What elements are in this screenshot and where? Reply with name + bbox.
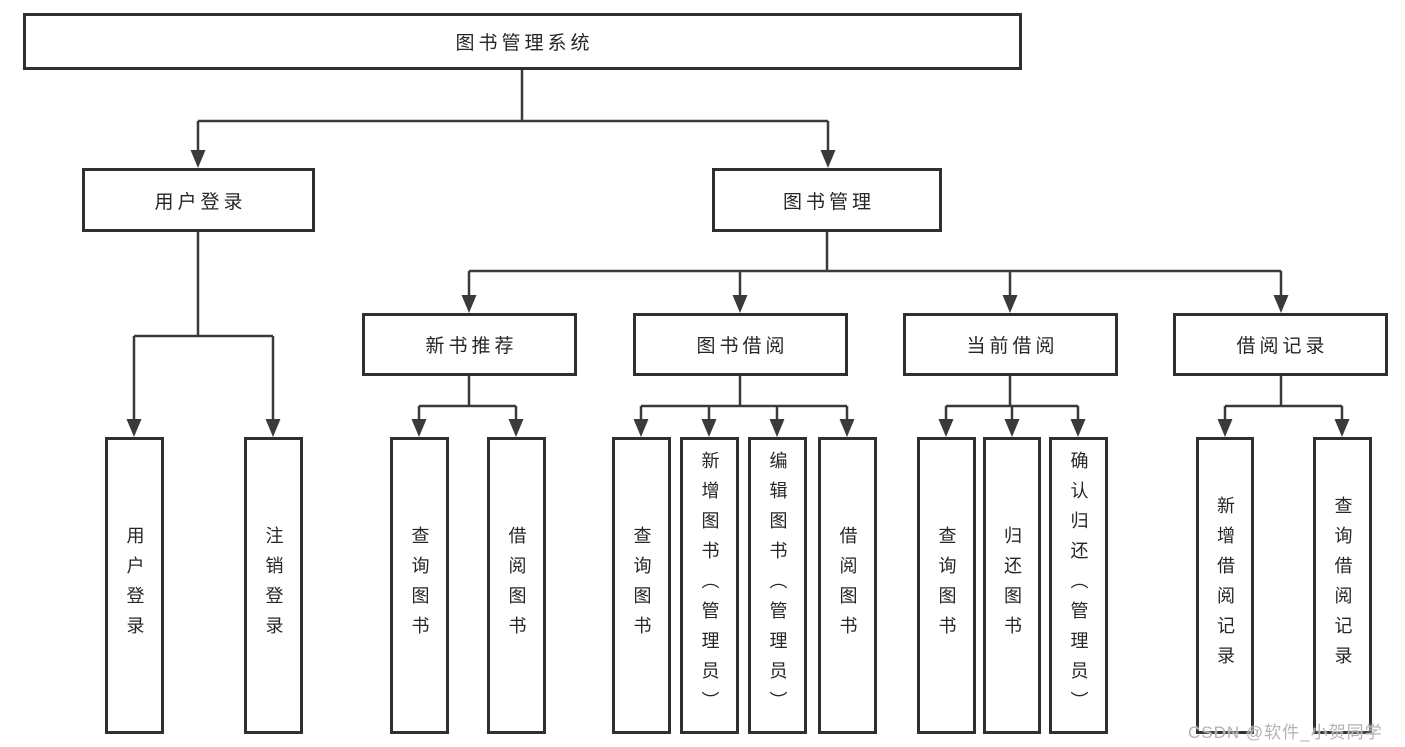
node-borrowing-records: 借阅记录 — [1173, 313, 1388, 376]
leaf-query-books-current: 查询图书 — [917, 437, 976, 734]
node-user-login: 用户登录 — [82, 168, 315, 232]
node-new-book-recommend: 新书推荐 — [362, 313, 577, 376]
leaf-return-books: 归还图书 — [983, 437, 1041, 734]
node-book-borrowing: 图书借阅 — [633, 313, 848, 376]
leaf-query-books-recommend: 查询图书 — [390, 437, 449, 734]
leaf-add-borrow-record: 新增借阅记录 — [1196, 437, 1254, 734]
leaf-borrow-books-recommend: 借阅图书 — [487, 437, 546, 734]
leaf-edit-books-admin: 编辑图书（管理员） — [748, 437, 807, 734]
leaf-logout: 注销登录 — [244, 437, 303, 734]
node-current-borrowing: 当前借阅 — [903, 313, 1118, 376]
arrowhead-icons — [126, 150, 1350, 437]
leaf-query-borrow-record: 查询借阅记录 — [1313, 437, 1372, 734]
node-library-system: 图书管理系统 — [23, 13, 1022, 70]
leaf-confirm-return-admin: 确认归还（管理员） — [1049, 437, 1108, 734]
leaf-add-books-admin: 新增图书（管理员） — [680, 437, 739, 734]
node-book-management: 图书管理 — [712, 168, 942, 232]
leaf-user-login: 用户登录 — [105, 437, 164, 734]
leaf-borrow-books: 借阅图书 — [818, 437, 877, 734]
leaf-query-books-borrowing: 查询图书 — [612, 437, 671, 734]
csdn-watermark: CSDN @软件_小贺同学 — [1188, 723, 1383, 742]
